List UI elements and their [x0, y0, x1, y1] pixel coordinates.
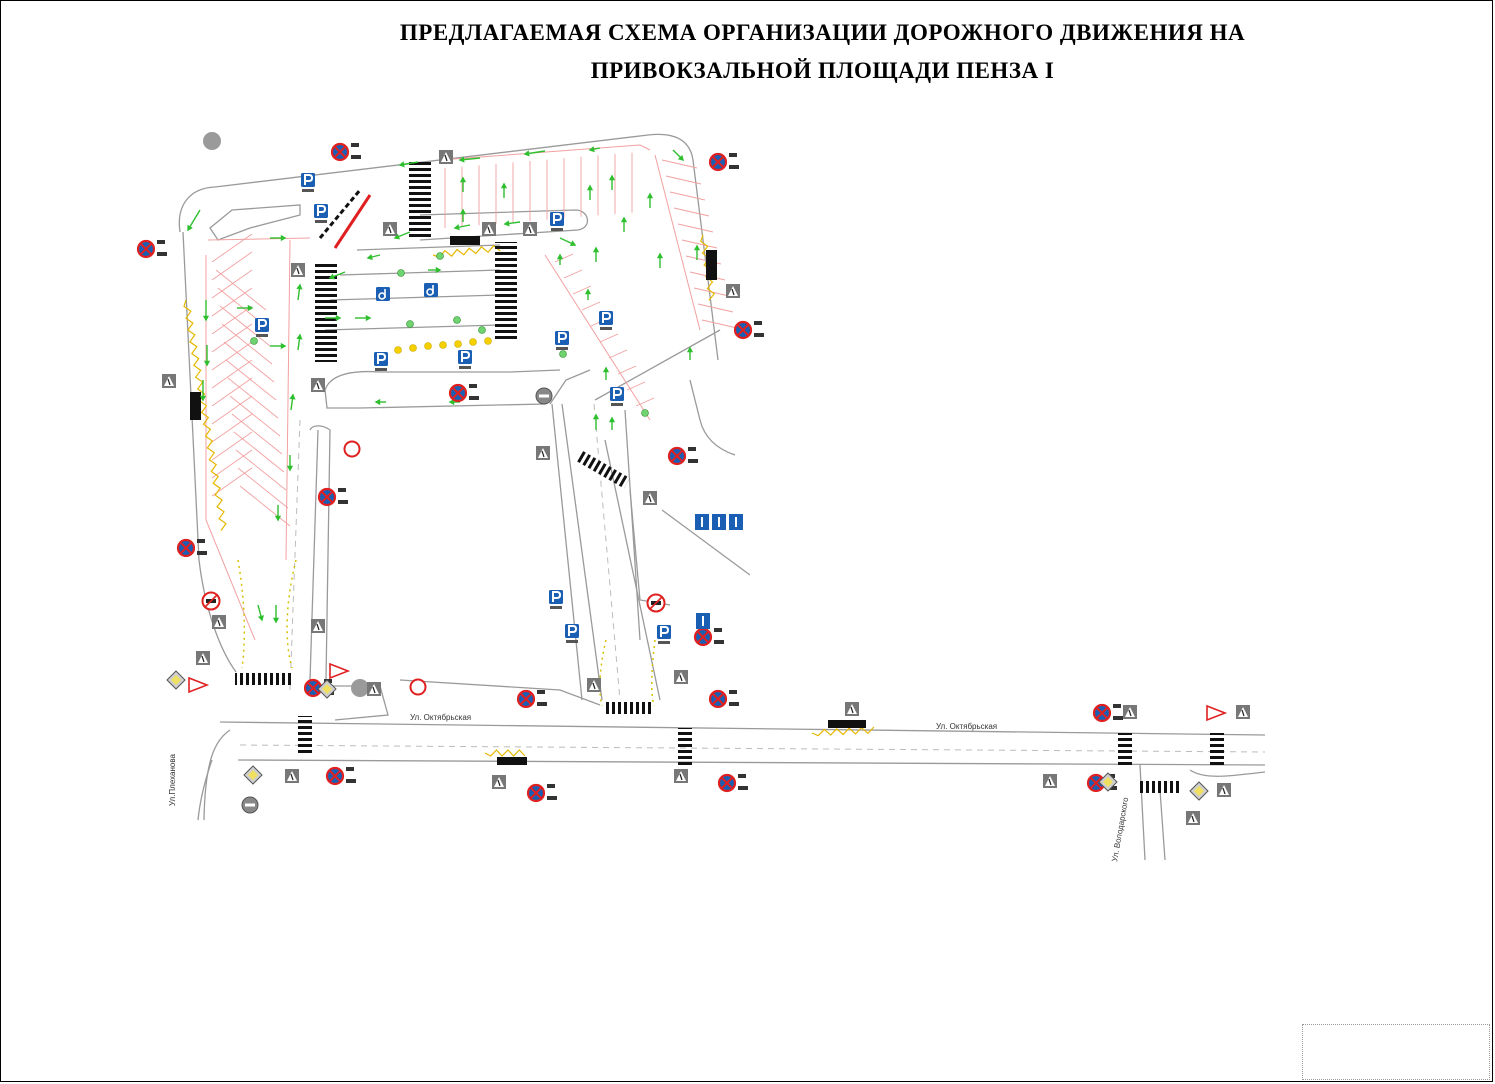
main-road-sign-icon [317, 679, 337, 699]
funnel-markings [237, 559, 656, 707]
stall-lines [211, 152, 738, 527]
give-way-sign-icon [329, 662, 351, 680]
no-stopping-sign-icon [176, 538, 207, 558]
black-bars [190, 236, 866, 765]
main-road-sign-icon [243, 765, 263, 785]
no-stopping-sign-icon [317, 487, 348, 507]
no-stopping-sign-icon [526, 783, 557, 803]
parking-sign-icon [458, 350, 472, 369]
pedestrian-crossing-sign-icon [726, 284, 740, 298]
pedestrian-crossing-sign-icon [311, 619, 325, 633]
lane-direction-sign-icon [695, 514, 709, 530]
pedestrian-crossing-sign-icon [196, 651, 210, 665]
pedestrian-crossing-sign-icon [482, 222, 496, 236]
pedestrian-crossing-sign-icon [291, 263, 305, 277]
pedestrian-crossing-sign-icon [439, 150, 453, 164]
parking-sign-icon [599, 311, 613, 330]
disabled-parking-sign-icon [376, 287, 390, 301]
pedestrian-crossing-sign-icon [1186, 811, 1200, 825]
no-stopping-sign-icon [708, 689, 739, 709]
no-stopping-sign-icon [330, 142, 361, 162]
no-vehicles-sign-icon [409, 678, 427, 696]
pedestrian-crossing-sign-icon [1123, 705, 1137, 719]
pedestrian-crossing-sign-icon [536, 446, 550, 460]
no-entry-sign-icon [241, 796, 259, 814]
disabled-parking-sign-icon [424, 283, 438, 297]
no-stopping-sign-icon [1092, 703, 1123, 723]
pedestrian-crossing-sign-icon [492, 775, 506, 789]
lane-direction-sign-icon [696, 613, 710, 629]
street-label-volodarskogo: Ул. Володарского [1110, 796, 1130, 862]
no-stopping-sign-icon [693, 627, 724, 647]
title-line-1: ПРЕДЛАГАЕМАЯ СХЕМА ОРГАНИЗАЦИИ ДОРОЖНОГО… [399, 20, 1246, 45]
title-line-2: ПРИВОКЗАЛЬНОЙ ПЛОЩАДИ ПЕНЗА I [590, 58, 1055, 83]
parking-sign-icon [550, 212, 564, 231]
pedestrian-crossing-sign-icon [643, 491, 657, 505]
lane-direction-sign-icon [729, 514, 743, 530]
street-label-plekhanova: Ул.Плеханова [168, 753, 177, 806]
no-stopping-sign-icon [717, 773, 748, 793]
pedestrian-crossing-sign-icon [212, 615, 226, 629]
pedestrian-crossing-sign-icon [367, 682, 381, 696]
pedestrian-crossing-sign-icon [285, 769, 299, 783]
gray-round-sign-icon [351, 679, 369, 697]
pedestrian-crossing-sign-icon [587, 678, 601, 692]
parking-sign-icon [555, 331, 569, 350]
hatch-bar [333, 194, 372, 249]
direction-arrows [187, 146, 701, 624]
road-signs [136, 132, 1250, 825]
no-stopping-sign-icon [708, 152, 739, 172]
pedestrian-crossing-sign-icon [311, 378, 325, 392]
no-entry-sign-icon [535, 387, 553, 405]
curbs [178, 133, 1266, 861]
parking-sign-icon [314, 204, 328, 223]
pedestrian-crossing-sign-icon [1043, 774, 1057, 788]
gray-round-sign-icon [203, 132, 221, 150]
no-trucks-sign-icon [646, 593, 666, 613]
parking-sign-icon [255, 318, 269, 337]
pedestrian-crossing-sign-icon [383, 222, 397, 236]
main-road-sign-icon [1189, 781, 1209, 801]
main-road-sign-icon [166, 670, 186, 690]
parking-sign-icon [301, 173, 315, 192]
no-stopping-sign-icon [325, 766, 356, 786]
no-stopping-sign-icon [733, 320, 764, 340]
parking-sign-icon [374, 352, 388, 371]
give-way-sign-icon [1206, 704, 1228, 722]
give-way-sign-icon [188, 676, 210, 694]
parking-sign-icon [657, 625, 671, 644]
street-label-oktyabrskaya-east: Ул. Октябрьская [936, 722, 997, 731]
pedestrian-crossing-sign-icon [674, 769, 688, 783]
pedestrian-crossing-sign-icon [845, 702, 859, 716]
parking-sign-icon [565, 624, 579, 643]
street-label-oktyabrskaya-west: Ул. Октябрьская [410, 713, 471, 722]
bollards [394, 337, 492, 354]
parking-sign-icon [549, 590, 563, 609]
pedestrian-crossing-sign-icon [162, 374, 176, 388]
no-stopping-sign-icon [136, 239, 167, 259]
pedestrian-crossing-sign-icon [1217, 783, 1231, 797]
no-stopping-sign-icon [448, 383, 479, 403]
no-stopping-sign-icon [667, 446, 698, 466]
pedestrian-crossings [235, 160, 1224, 793]
parking-sign-icon [610, 387, 624, 406]
green-markers [250, 252, 649, 417]
pedestrian-crossing-sign-icon [674, 670, 688, 684]
lane-direction-sign-icon [712, 514, 726, 530]
pedestrian-crossing-sign-icon [523, 222, 537, 236]
title-block-corner [1302, 1024, 1490, 1080]
road-centerline [239, 403, 1266, 753]
dash-bar [318, 189, 362, 239]
no-trucks-sign-icon [201, 591, 221, 611]
no-stopping-sign-icon [516, 689, 547, 709]
no-vehicles-sign-icon [343, 440, 361, 458]
pedestrian-crossing-sign-icon [1236, 705, 1250, 719]
main-road-sign-icon [1098, 772, 1118, 792]
